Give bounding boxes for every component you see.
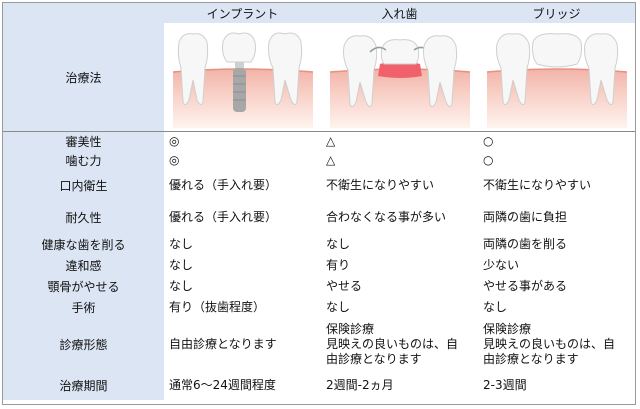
cell-line: 由診療となります (326, 351, 422, 366)
cell-implant: ◎ (169, 153, 180, 167)
cell-bridge: 両隣の歯を削る (483, 236, 568, 251)
row-label: 手術 (3, 297, 164, 318)
cell-denture: なし (326, 300, 351, 314)
cell-line: 保険診療 (326, 321, 375, 336)
row-label: 違和感 (3, 255, 164, 276)
column-header-bridge: ブリッジ (478, 3, 635, 23)
cell-implant: ◎ (164, 131, 321, 151)
cell-implant: なし (169, 236, 194, 251)
cell-bridge: 保険診療 見映えの良いものは、自 由診療となります (478, 318, 635, 370)
cell-denture: 不衛生になりやすい (326, 178, 435, 192)
row-label: 審美性 (3, 131, 164, 151)
cell-implant: 優れる（手入れ要） (169, 209, 278, 224)
cell-line: 見映えの良いものは、自 (483, 336, 616, 351)
row-grind-healthy-teeth: 健康な歯を削る なし なし 両隣の歯を削る (3, 233, 635, 255)
row-oral-hygiene: 口内衛生 優れる（手入れ要） 不衛生になりやすい 不衛生になりやすい (3, 170, 635, 201)
image-row: 治療法 (3, 23, 635, 132)
column-header-implant: インプラント (164, 3, 321, 23)
cell-denture: なし (326, 236, 351, 251)
comparison-table: インプラント 入れ歯 ブリッジ 治療法 (3, 3, 635, 400)
cell-denture: 保険診療 見映えの良いものは、自 由診療となります (321, 318, 478, 370)
cell-bridge: なし (483, 300, 508, 314)
cell-denture: 合わなくなる事が多い (326, 209, 447, 224)
cell-bridge: 不衛生になりやすい (483, 178, 592, 192)
implant-illustration (172, 32, 313, 128)
row-treatment-period: 治療期間 通常6～24週間程度 2週間-2ヵ月 2-3週間 (3, 370, 635, 400)
row-bite-force: 噛む力 ◎ △ ○ (3, 151, 635, 170)
denture-illustration (329, 35, 470, 128)
cell-denture: 2週間-2ヵ月 (326, 377, 394, 392)
row-label: 診療形態 (3, 318, 164, 370)
cell-bridge: 2-3週間 (483, 377, 527, 392)
row-care-type: 診療形態 自由診療となります 保険診療 見映えの良いものは、自 由診療となります… (3, 318, 635, 370)
comparison-table-frame: インプラント 入れ歯 ブリッジ 治療法 (2, 2, 636, 405)
cell-implant: 自由診療となります (169, 336, 277, 351)
row-durability: 耐久性 優れる（手入れ要） 合わなくなる事が多い 両隣の歯に負担 (3, 201, 635, 233)
cell-implant: 優れる（手入れ要） (169, 178, 278, 192)
bridge-illustration (486, 33, 627, 128)
row-label: 口内衛生 (3, 170, 164, 201)
row-discomfort: 違和感 なし 有り 少ない (3, 255, 635, 276)
row-label: 治療期間 (3, 370, 164, 400)
cell-implant: なし (169, 258, 194, 272)
cell-bridge: やせる事がある (483, 279, 568, 293)
cell-implant: なし (169, 279, 194, 293)
cell-line: 由診療となります (483, 351, 579, 366)
cell-bridge: 両隣の歯に負担 (483, 209, 568, 224)
header-corner (3, 3, 164, 23)
denture-image-cell (321, 23, 478, 132)
row-label-treatment: 治療法 (3, 23, 164, 132)
row-label: 耐久性 (3, 201, 164, 233)
row-aesthetics: 審美性 ◎ △ ○ (3, 131, 635, 151)
cell-line: 保険診療 (483, 321, 532, 336)
cell-implant: 通常6～24週間程度 (169, 377, 276, 392)
bridge-image-cell (478, 23, 635, 132)
implant-image-cell (164, 23, 321, 132)
cell-bridge: 少ない (483, 258, 520, 272)
cell-denture: 有り (326, 258, 351, 272)
cell-line: 見映えの良いものは、自 (326, 336, 459, 351)
cell-denture: △ (326, 153, 336, 167)
column-header-denture: 入れ歯 (321, 3, 478, 23)
header-row: インプラント 入れ歯 ブリッジ (3, 3, 635, 23)
cell-implant: 有り（抜歯程度） (169, 300, 266, 314)
row-label: 顎骨がやせる (3, 276, 164, 297)
row-surgery: 手術 有り（抜歯程度） なし なし (3, 297, 635, 318)
cell-denture: △ (321, 131, 478, 151)
cell-bridge: ○ (483, 153, 494, 167)
row-jawbone-loss: 顎骨がやせる なし やせる やせる事がある (3, 276, 635, 297)
cell-bridge: ○ (478, 131, 635, 151)
row-label: 噛む力 (3, 151, 164, 170)
cell-denture: やせる (326, 279, 363, 293)
row-label: 健康な歯を削る (3, 233, 164, 255)
